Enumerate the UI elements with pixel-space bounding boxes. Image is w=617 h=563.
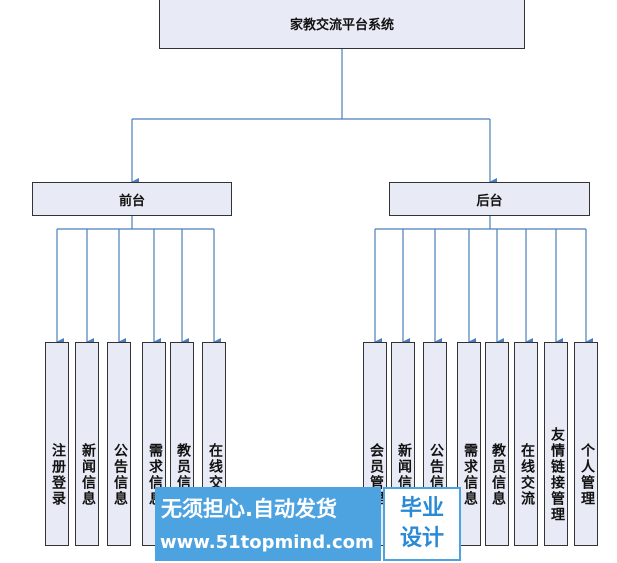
leaf-node: 新闻信息 <box>75 342 99 546</box>
leaf-node: 个人管理 <box>574 342 598 546</box>
leaf-node: 在线交流 <box>514 342 538 546</box>
branch-node-frontend: 前台 <box>32 182 232 216</box>
watermark-url: www.51topmind.com <box>160 532 374 553</box>
leaf-node: 注册登录 <box>45 342 69 546</box>
watermark-badge: 毕业 设计 <box>383 487 461 561</box>
leaf-node: 教员信息 <box>485 342 509 546</box>
leaf-node: 友情链接管理 <box>544 342 568 546</box>
branch-node-backend: 后台 <box>389 182 590 216</box>
root-label: 家教交流平台系统 <box>289 18 394 33</box>
branch-label: 后台 <box>476 193 503 209</box>
watermark-banner: 无须担心.自动发货 www.51topmind.com <box>155 487 381 561</box>
leaf-node: 需求信息 <box>457 342 481 546</box>
branch-label: 前台 <box>118 193 145 209</box>
leaf-node: 公告信息 <box>107 342 131 546</box>
watermark-badge-line1: 毕业 <box>399 496 444 521</box>
root-node: 家教交流平台系统 <box>159 0 525 49</box>
watermark-slogan: 无须担心.自动发货 <box>161 497 337 521</box>
watermark-badge-line2: 设计 <box>399 526 444 551</box>
